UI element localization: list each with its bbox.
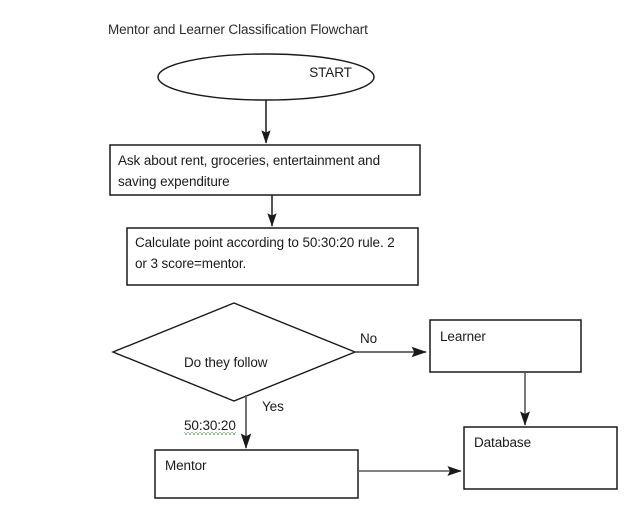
page-title: Mentor and Learner Classification Flowch… <box>108 22 368 37</box>
node-decision-label-line2: 50:30:20 <box>184 394 344 436</box>
edge-label-no: No <box>360 331 378 346</box>
node-mentor-label: Mentor <box>165 458 207 473</box>
node-decision-label-line1: Do they follow <box>184 355 268 370</box>
node-database-label: Database <box>474 435 531 450</box>
spellcheck-underlined-text: 50:30:20 <box>184 418 236 433</box>
node-decision-label: Do they follow 50:30:20 <box>184 331 344 457</box>
node-calculate-point-label: Calculate point according to 50:30:20 ru… <box>135 235 395 271</box>
edge-label-yes: Yes <box>262 399 284 414</box>
node-ask-expenditure-label: Ask about rent, groceries, entertainment… <box>118 153 381 189</box>
node-start-label: START <box>309 65 352 80</box>
node-learner-label: Learner <box>440 329 486 344</box>
